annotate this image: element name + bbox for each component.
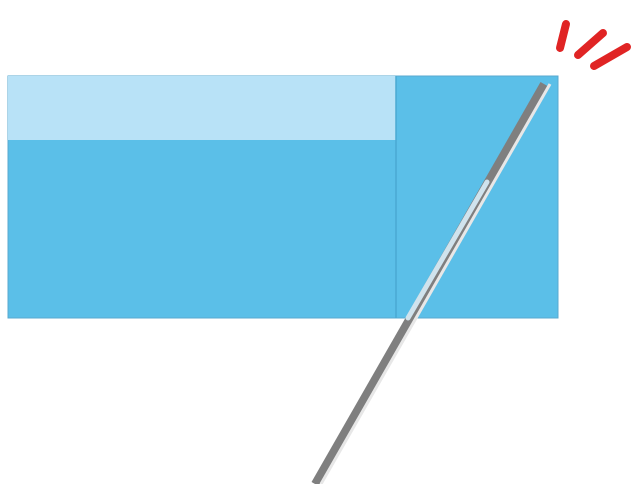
- inserted-rod-inner: [319, 83, 552, 484]
- rod-highlight: [405, 179, 490, 321]
- upper-band: [8, 76, 396, 140]
- impact-marks-icon: [556, 20, 631, 70]
